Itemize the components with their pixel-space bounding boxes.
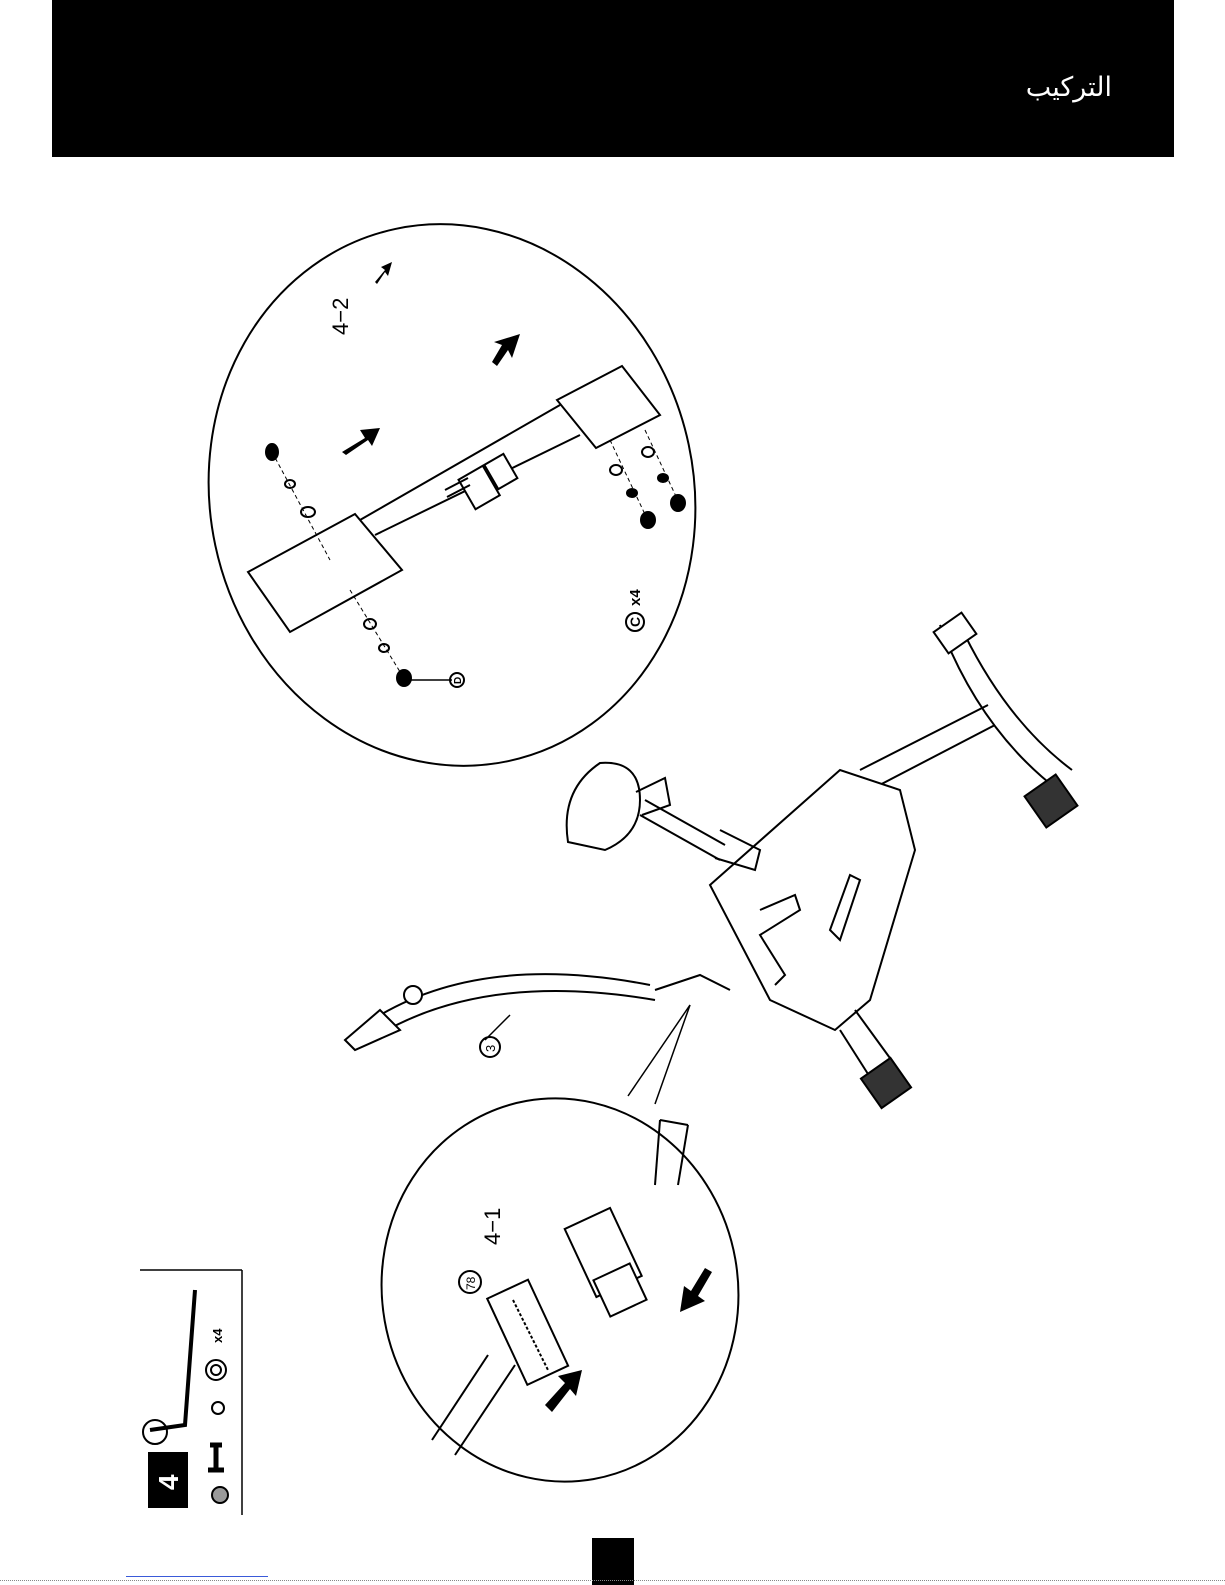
page-edge-dotted-line: [0, 1580, 1225, 1581]
screw-qty-letter: C: [627, 617, 643, 627]
bottom-link-line: [126, 1576, 268, 1577]
washer-icon: [212, 1402, 224, 1414]
detail-circle-bottom: [351, 1070, 768, 1510]
parts-quantity: x4: [210, 1328, 225, 1343]
part-78-label: 78: [464, 1276, 478, 1290]
plug-right: [565, 1120, 688, 1317]
arrow-icon: [342, 262, 520, 455]
screw-qty: x4: [627, 589, 644, 606]
plug-left: [432, 1280, 568, 1455]
allen-key-icon: [150, 1290, 195, 1430]
tube-block-left: [248, 514, 402, 632]
step-number: 4: [153, 1474, 184, 1490]
part-c-icon: [212, 1487, 228, 1503]
detail-label-bottom: 4−1: [480, 1208, 505, 1245]
bolt-icon: [208, 1445, 224, 1470]
page-number-tab: [592, 1538, 634, 1585]
lock-washer-icon: [206, 1360, 226, 1380]
bolt-group-right: [610, 430, 685, 528]
part-d-label: D: [453, 677, 464, 684]
detail-label-top: 4−2: [328, 298, 353, 335]
part-3-label: 3: [483, 1045, 498, 1052]
connector-top: [445, 454, 517, 509]
tube-block-right: [557, 366, 660, 448]
